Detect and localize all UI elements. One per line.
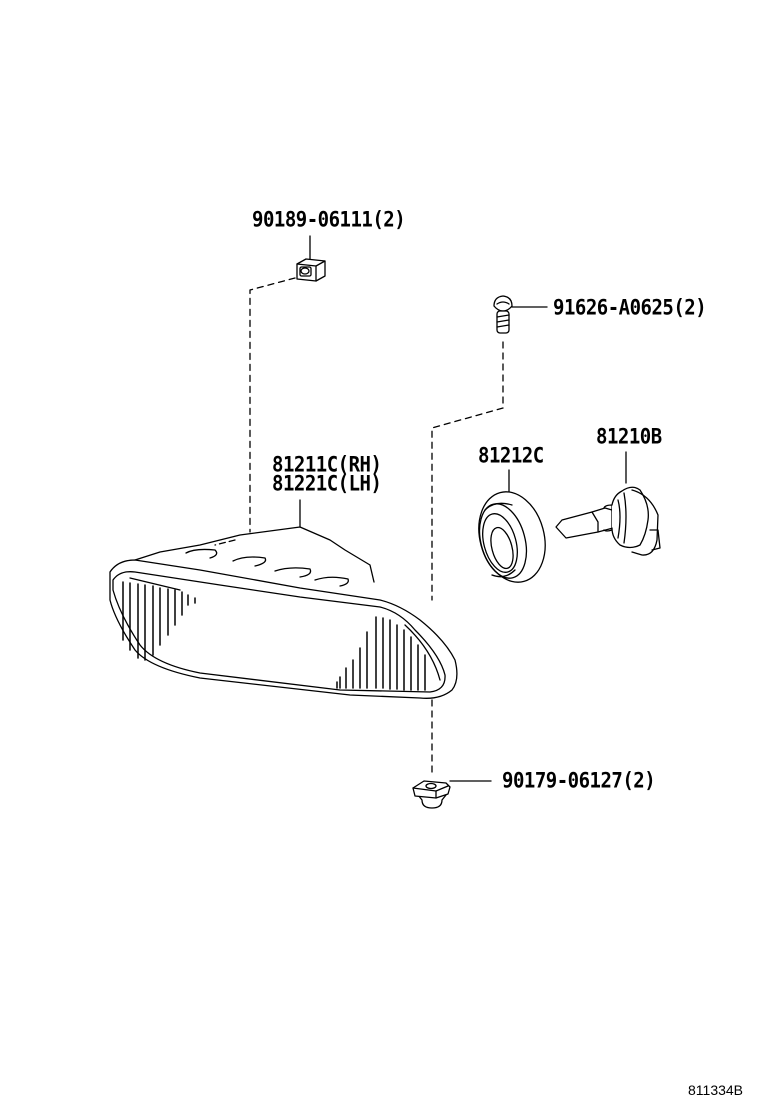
screw-guide-line (431, 341, 504, 601)
catalog-number: 811334B (688, 1082, 744, 1098)
fog-bulb-icon (555, 486, 661, 556)
part-label-nut: 90179-06127(2) (502, 768, 656, 793)
nut-icon (412, 780, 492, 809)
part-label-bulb: 81210B (596, 424, 662, 449)
clip-icon (296, 235, 326, 282)
part-label-lamp-lh: 81221C(LH) (272, 471, 382, 496)
part-label-screw: 91626-A0625(2) (553, 295, 707, 320)
screw-icon (493, 295, 548, 334)
clip-guide-line (249, 277, 296, 533)
part-label-clip: 90189-06111(2) (252, 207, 406, 232)
part-label-lamp-rh: 81211C(RH) (272, 452, 382, 477)
part-label-socket: 81212C (478, 443, 544, 468)
fog-lamp-unit-icon (109, 526, 458, 699)
bulb-socket-icon (478, 491, 546, 583)
